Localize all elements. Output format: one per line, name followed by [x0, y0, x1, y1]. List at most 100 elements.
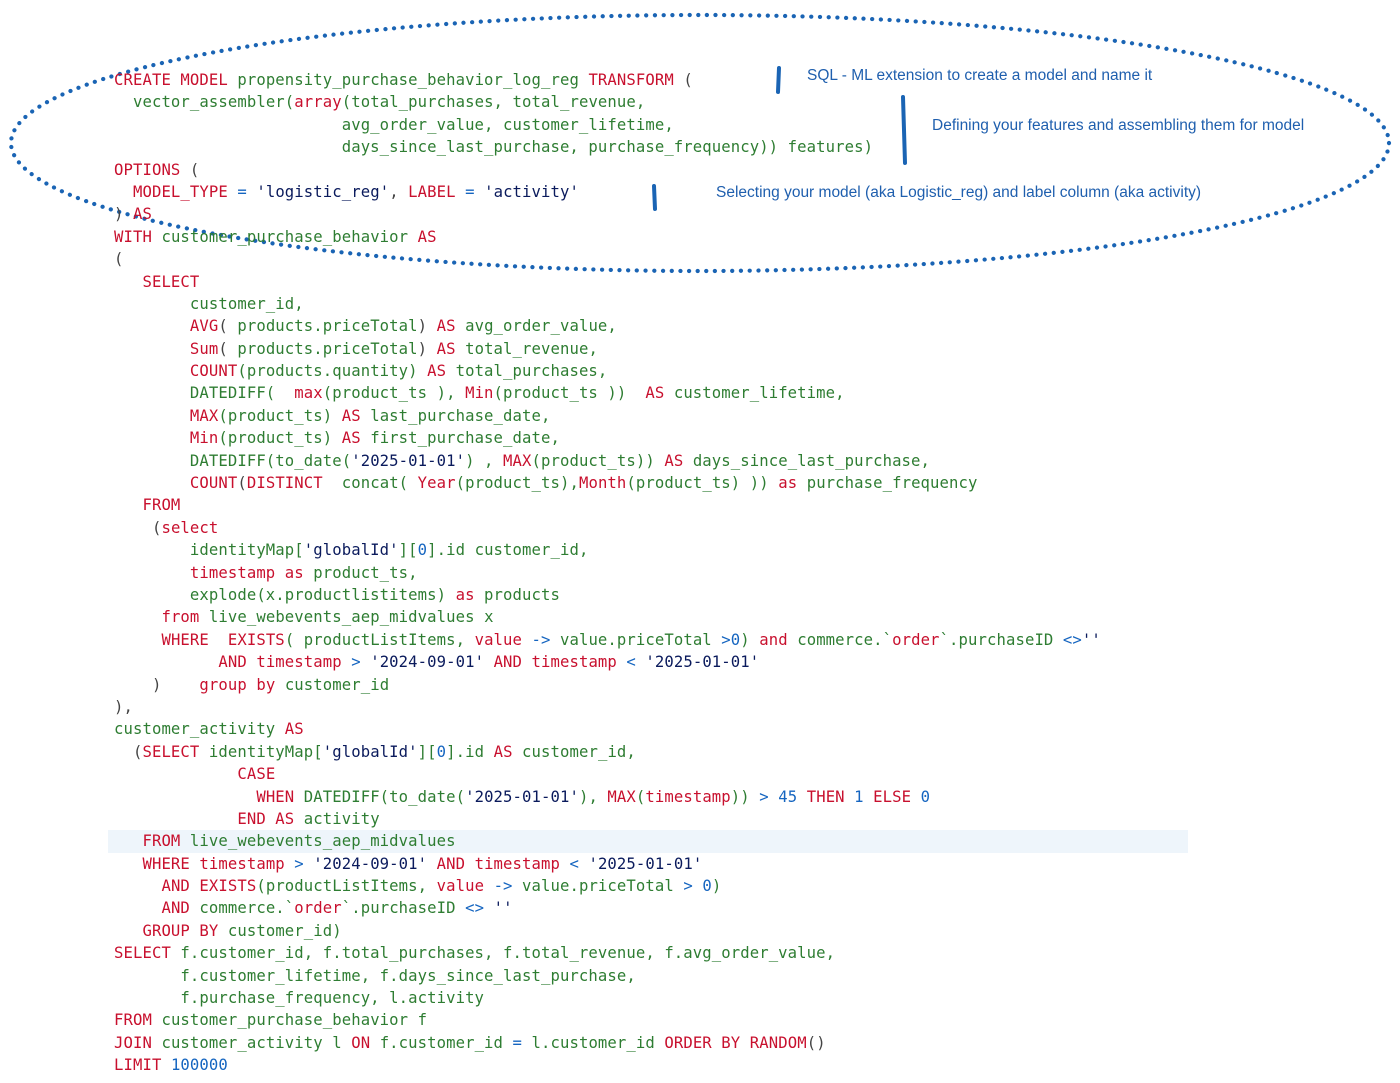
- code-line: (select: [0, 517, 1400, 539]
- code-token: (: [114, 518, 162, 537]
- code-line: customer_id,: [0, 293, 1400, 315]
- code-token: vector_assembler(: [132, 93, 295, 112]
- code-token: MAX: [503, 451, 532, 470]
- code-line: OPTIONS (: [0, 159, 1400, 181]
- code-token: TRANSFORM: [588, 71, 684, 89]
- code-line-content: SELECT: [114, 273, 199, 291]
- code-token: >: [759, 787, 779, 806]
- code-token: [114, 273, 142, 291]
- code-line-content: FROM: [114, 496, 180, 514]
- sql-code-block: CREATE MODEL propensity_purchase_behavio…: [0, 69, 1400, 1077]
- code-line: CREATE MODEL propensity_purchase_behavio…: [0, 69, 1400, 91]
- code-line: (: [0, 248, 1400, 270]
- code-line-content: COUNT(products.quantity) AS total_purcha…: [114, 362, 607, 380]
- code-token: customer_activity l: [161, 1033, 352, 1052]
- code-token: AVG: [189, 317, 219, 336]
- code-token: customer_id): [227, 921, 342, 940]
- code-line-content: JOIN customer_activity l ON f.customer_i…: [114, 1034, 826, 1052]
- code-line: CASE: [0, 763, 1400, 785]
- code-token: (product_ts): [218, 406, 342, 425]
- code-line: customer_activity AS: [0, 718, 1400, 740]
- code-token: ): [114, 675, 200, 694]
- code-line-content: END AS activity: [114, 810, 380, 828]
- code-token: [114, 362, 190, 380]
- code-token: [114, 474, 190, 492]
- code-token: ): [417, 317, 437, 336]
- code-token: ].id customer_id,: [427, 541, 589, 560]
- code-token: commerce.`: [797, 630, 893, 649]
- code-token: last_purchase_date,: [370, 406, 551, 425]
- code-token: [114, 653, 218, 671]
- code-line: ) group by customer_id: [0, 674, 1400, 696]
- code-token: END AS: [237, 809, 304, 828]
- code-line-content: WHERE timestamp > '2024-09-01' AND times…: [114, 855, 702, 873]
- code-token: [114, 496, 142, 514]
- code-token: [114, 608, 161, 626]
- code-line: LIMIT 100000: [0, 1054, 1400, 1076]
- code-line: AND timestamp > '2024-09-01' AND timesta…: [0, 651, 1400, 673]
- code-token: ORDER BY: [664, 1033, 750, 1052]
- code-token: =: [465, 182, 485, 201]
- code-token: [114, 93, 133, 111]
- code-token: FROM: [114, 1011, 162, 1030]
- code-line: timestamp as product_ts,: [0, 562, 1400, 584]
- code-line-content: MODEL_TYPE = 'logistic_reg', LABEL = 'ac…: [114, 183, 579, 201]
- code-token: AS: [645, 384, 674, 403]
- code-token: [114, 384, 190, 402]
- code-line-content: DATEDIFF(to_date('2025-01-01') , MAX(pro…: [114, 452, 930, 470]
- code-line: ) AS: [0, 203, 1400, 225]
- code-token: ( productListItems,: [284, 630, 475, 649]
- code-token: customer_id,: [522, 742, 636, 761]
- code-token: identityMap[: [208, 742, 323, 761]
- code-token: (product_ts): [218, 429, 342, 448]
- code-token: [114, 429, 190, 447]
- code-token: '2025-01-01': [588, 854, 703, 873]
- code-token: [114, 788, 256, 806]
- code-token: WHERE timestamp: [142, 854, 295, 873]
- code-token: as: [455, 585, 485, 604]
- code-token: MAX: [607, 787, 636, 806]
- code-token: AS: [341, 429, 371, 448]
- code-token: f.customer_id: [379, 1033, 513, 1052]
- code-line-content: timestamp as product_ts,: [114, 564, 418, 582]
- code-token: LIMIT: [114, 1056, 171, 1075]
- code-token: FROM: [142, 832, 190, 851]
- code-token: (: [189, 160, 200, 179]
- code-line-content: GROUP BY customer_id): [114, 922, 342, 940]
- code-line-content: LIMIT 100000: [114, 1056, 228, 1074]
- code-token: AND timestamp: [493, 653, 627, 672]
- code-token: product_ts,: [313, 563, 418, 582]
- code-line: f.purchase_frequency, l.activity: [0, 987, 1400, 1009]
- code-token: THEN: [806, 787, 855, 806]
- code-line: FROM live_webevents_aep_midvalues: [0, 830, 1400, 854]
- code-token: ),: [578, 787, 608, 806]
- code-token: AS: [664, 451, 693, 470]
- code-token: [114, 317, 190, 335]
- code-token: products: [484, 585, 560, 604]
- code-token: purchase_frequency: [806, 474, 978, 493]
- code-token: customer_activity: [114, 720, 285, 739]
- code-line-content: (SELECT identityMap['globalId'][0].id AS…: [114, 743, 636, 761]
- code-token: ON: [351, 1033, 380, 1052]
- code-line: from live_webevents_aep_midvalues x: [0, 606, 1400, 628]
- code-token: (: [237, 474, 247, 493]
- code-token: AND: [161, 899, 200, 918]
- code-line-content: vector_assembler(array(total_purchases, …: [114, 93, 645, 111]
- code-token: SELECT: [142, 742, 209, 761]
- code-token: [114, 340, 190, 358]
- code-token: AND timestamp: [218, 653, 352, 672]
- code-line-content: CREATE MODEL propensity_purchase_behavio…: [114, 71, 693, 89]
- code-token: [114, 832, 142, 850]
- code-token: (product_ts )): [493, 384, 646, 403]
- code-token: identityMap[: [114, 541, 304, 560]
- code-token: customer_purchase_behavior: [161, 227, 418, 246]
- code-token: AS: [417, 227, 437, 246]
- code-token: Month: [578, 474, 627, 493]
- code-line-content: AVG( products.priceTotal) AS avg_order_v…: [114, 317, 617, 335]
- code-token: 'logistic_reg': [256, 182, 390, 201]
- code-token: ) ,: [465, 451, 504, 470]
- code-token: f.customer_id, f.total_purchases, f.tota…: [180, 944, 836, 963]
- code-token: =: [512, 1033, 532, 1052]
- code-token: COUNT: [189, 474, 238, 493]
- code-token: DATEDIFF(: [189, 384, 295, 403]
